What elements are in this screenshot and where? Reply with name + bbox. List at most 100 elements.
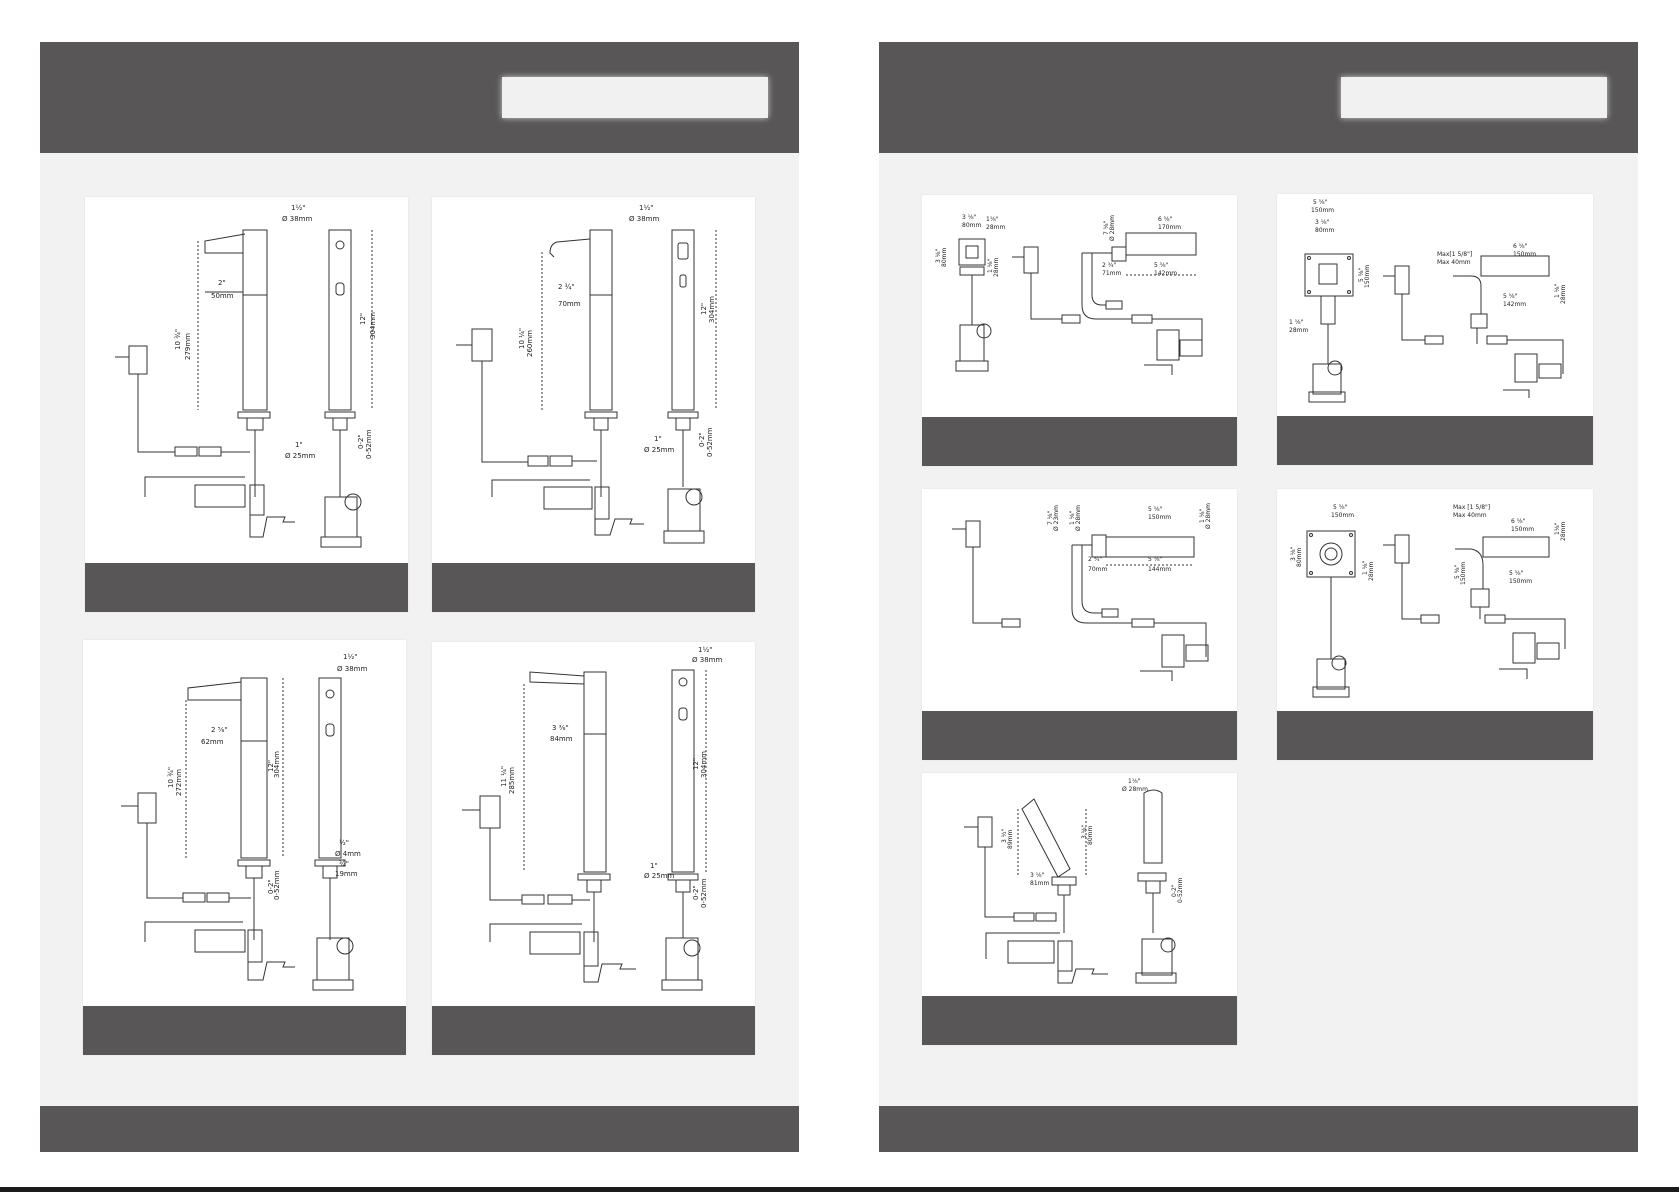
dim-label: 6 ⅝" (1158, 216, 1173, 223)
dim-label: 260mm (526, 330, 534, 357)
dim-label: 1 ⅛" (1199, 508, 1206, 523)
left-page-header (40, 42, 799, 153)
right-page: 3 ⅛" 80mm 1⅛" 28mm 3 ⅛" 80mm 7 ⅛" Ø 28mm… (879, 42, 1638, 1152)
dim-label: Max [1 5/8"] (1453, 504, 1490, 511)
product-card-l2-caption (432, 563, 755, 612)
dim-label: 80mm (1296, 548, 1303, 567)
dim-label: 0-52mm (273, 870, 281, 900)
dim-label: 7 ⅛" (1047, 510, 1054, 525)
product-card-r4-caption (1277, 711, 1593, 760)
dim-label: Ø 28mm (1205, 503, 1212, 529)
right-page-footer (879, 1106, 1638, 1152)
product-card-l2: 1½" Ø 38mm 2 ¾" 70mm 10 ¼" 260mm 12" 304… (432, 197, 755, 612)
dim-label: 3 ⅛" (962, 214, 977, 221)
dim-label: Ø 25mm (644, 446, 674, 454)
product-card-l3-caption (83, 1006, 406, 1055)
dim-label: 1 ⅛" (987, 258, 994, 273)
dim-label: 70mm (1088, 566, 1107, 573)
dim-label: 3 ⅛" (1315, 219, 1330, 226)
dim-label: Ø 28mm (1075, 505, 1082, 531)
dim-label: 150mm (1331, 512, 1354, 519)
dim-label: 1" (295, 441, 303, 449)
dim-label: 1 ⅛" (1289, 319, 1304, 326)
dim-label: 84mm (550, 735, 573, 743)
bottom-edge-strip (0, 1187, 1679, 1192)
dim-label: 5 ⅝" (1454, 564, 1461, 579)
dim-label: Ø 38mm (629, 215, 659, 223)
dim-label: 6 ⅝" (1513, 243, 1528, 250)
dim-label: 272mm (175, 769, 183, 796)
left-page: 1½" Ø 38mm 2" 50mm 10 ¾" 279mm 12" 304mm… (40, 42, 799, 1152)
dim-label: 150mm (1509, 578, 1532, 585)
dim-label: 0-52mm (1177, 878, 1184, 903)
product-card-r5: 1⅛" Ø 28mm 3 ½" 89mm 3 ⅛" 80mm 3 ⅛" 81mm… (922, 773, 1237, 1045)
dim-label: 0-52mm (700, 878, 708, 908)
product-card-r1: 3 ⅛" 80mm 1⅛" 28mm 3 ⅛" 80mm 7 ⅛" Ø 28mm… (922, 195, 1237, 466)
product-card-r2: 5 ⅝" 150mm 3 ⅛" 80mm 5 ⅝" 150mm 1 ⅛" 28m… (1277, 194, 1593, 465)
dim-label: Ø 4mm (335, 850, 361, 858)
dim-label: 1⅛" (1128, 778, 1141, 785)
dim-label: 50mm (211, 292, 234, 300)
dim-label: 1½" (698, 646, 712, 654)
dim-label: 12" (359, 313, 367, 325)
dim-label: 2" (218, 279, 226, 287)
dim-label: 1" (650, 862, 658, 870)
dim-label: 10 ¾" (174, 329, 182, 350)
dim-label: Ø 23mm (1053, 505, 1060, 531)
dim-label: 2 ¾" (558, 283, 575, 291)
dim-label: 150mm (1148, 514, 1171, 521)
dim-label: ½" (339, 839, 349, 847)
dim-label: 2 ⅝" (211, 726, 228, 734)
dim-label: 3 ⅛" (1081, 824, 1088, 839)
dim-label: 5 ⅝" (1503, 293, 1518, 300)
dim-label: 5 ⅝" (1148, 556, 1163, 563)
dim-label: 5 ⅝" (1148, 506, 1163, 513)
right-page-title-box (1341, 77, 1607, 118)
dim-label: 5 ⅝" (1358, 267, 1365, 282)
left-page-title-box (502, 77, 768, 118)
dim-label: 0-52mm (365, 429, 373, 459)
dim-label: 1 ⅛" (1554, 283, 1561, 298)
dim-label: 5 ⅝" (1154, 262, 1169, 269)
dim-label: 150mm (1513, 251, 1536, 258)
dim-label: 3 ½" (1001, 828, 1008, 843)
dim-label: 150mm (1460, 562, 1467, 585)
faucet-drawing-l3: 1½" Ø 38mm 2 ⅝" 62mm 10 ¾" 272mm 12" 304… (121, 653, 367, 991)
dim-label: 304mm (273, 751, 281, 778)
product-card-r3-caption (922, 711, 1237, 760)
dim-label: 150mm (1511, 526, 1534, 533)
dim-label: 80mm (1087, 826, 1094, 845)
dim-label: 3 ⅛" (1030, 872, 1045, 879)
dim-label: 28mm (986, 224, 1005, 231)
product-card-l3: 1½" Ø 38mm 2 ⅝" 62mm 10 ¾" 272mm 12" 304… (83, 640, 406, 1055)
dim-label: 304mm (700, 751, 708, 778)
dim-label: 80mm (941, 248, 948, 267)
dim-label: Ø 25mm (285, 452, 315, 460)
dim-label: 2 ¾" (1102, 262, 1117, 269)
dim-label: 81mm (1030, 880, 1049, 887)
dim-label: 150mm (1311, 207, 1334, 214)
product-card-r5-caption (922, 996, 1237, 1045)
dim-label: 1⅛" (1554, 522, 1561, 535)
dim-label: 279mm (184, 333, 192, 360)
dim-label: 7 ⅛" (1103, 220, 1110, 235)
product-card-r1-caption (922, 417, 1237, 466)
dim-label: 1" (654, 435, 662, 443)
dim-label: Ø 38mm (337, 665, 367, 673)
dim-label: 80mm (1315, 227, 1334, 234)
product-card-l1-caption (85, 563, 408, 612)
dim-label: 0-2" (357, 434, 365, 449)
dim-label: 3 ⅛" (935, 248, 942, 263)
dim-label: Max[1 5/8"] (1437, 251, 1472, 258)
dim-label: ¾" (339, 860, 349, 868)
dim-label: 12" (267, 760, 275, 772)
faucet-drawing-r2: 5 ⅝" 150mm 3 ⅛" 80mm 5 ⅝" 150mm 1 ⅛" 28m… (1289, 199, 1567, 403)
product-card-l4-caption (432, 1006, 755, 1055)
dim-label: 170mm (1158, 224, 1181, 231)
dim-label: 89mm (1007, 830, 1014, 849)
dim-label: 0-2" (267, 879, 275, 894)
dim-label: 304mm (369, 312, 377, 339)
dim-label: 144mm (1148, 566, 1171, 573)
dim-label: 0-2" (698, 432, 706, 447)
product-card-l1: 1½" Ø 38mm 2" 50mm 10 ¾" 279mm 12" 304mm… (85, 197, 408, 612)
